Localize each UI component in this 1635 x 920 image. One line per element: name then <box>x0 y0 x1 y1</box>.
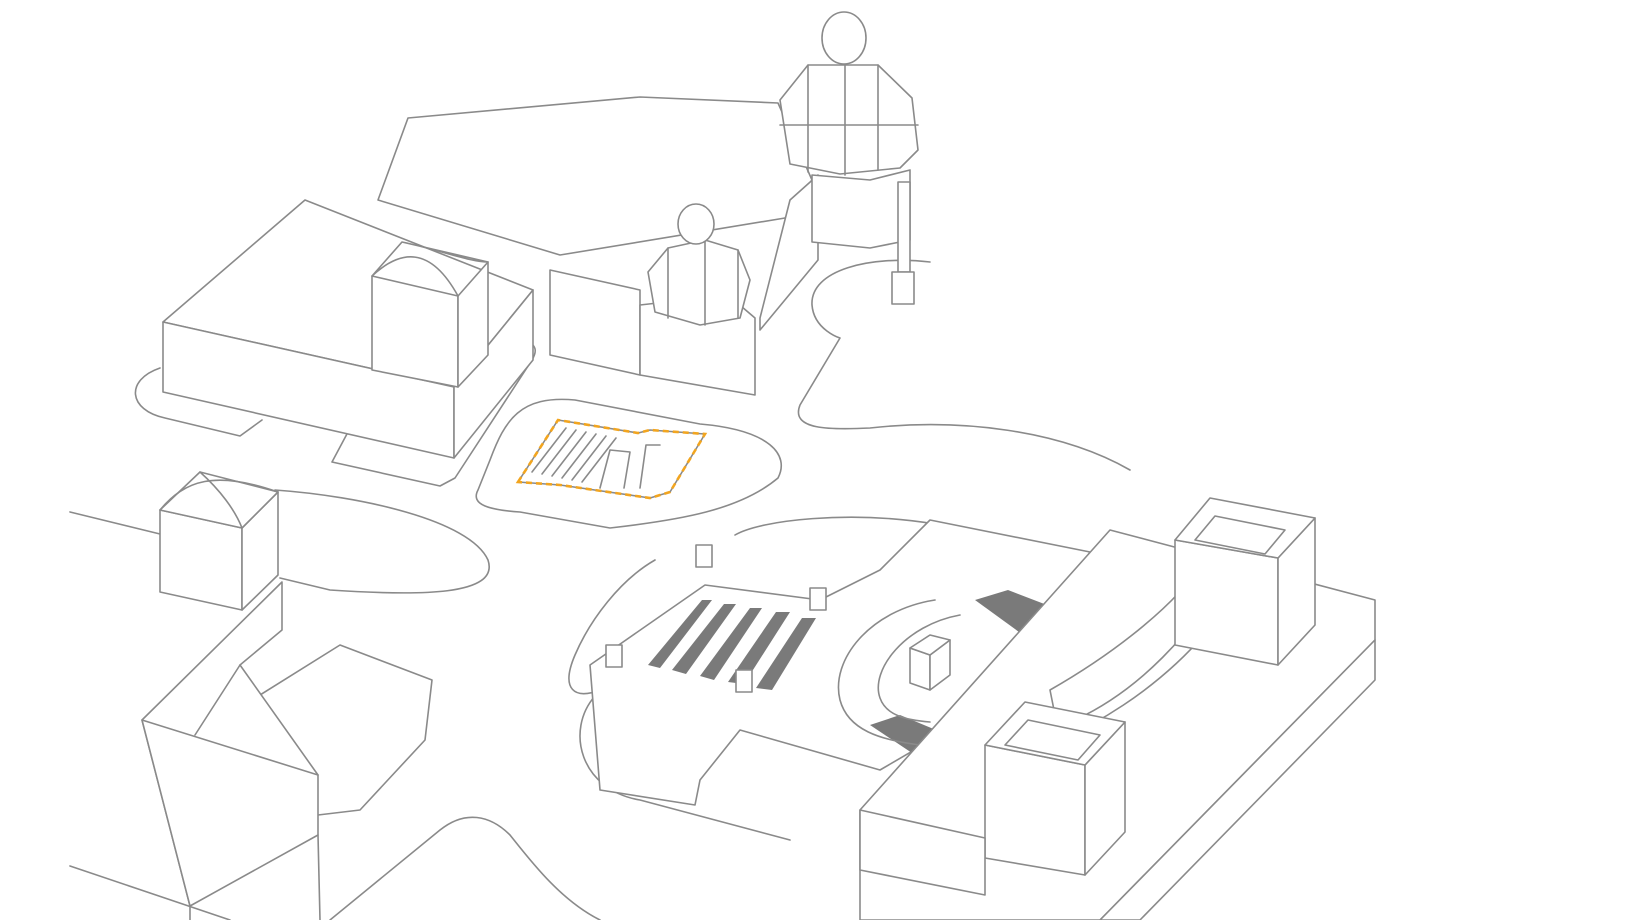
road-plaza-southwest <box>579 695 791 841</box>
amphitheater-plaza <box>589 519 1091 806</box>
dome-large-drum <box>779 64 919 175</box>
pavilion-roof-arch <box>159 471 279 529</box>
hall-side <box>453 289 534 459</box>
dome-large-ribs <box>779 59 919 176</box>
road-oval-island <box>274 489 490 594</box>
complex-platform-side <box>1099 639 1376 920</box>
tower-north-roof-box <box>1194 515 1286 555</box>
church-tower-base <box>811 169 911 249</box>
amphitheater-arc-inner <box>877 614 961 723</box>
road-east-sweep <box>797 259 1131 471</box>
road-plaza-loop <box>568 559 656 695</box>
dome-large-cupola <box>821 11 867 65</box>
plaza-kiosk-top <box>909 634 951 656</box>
highlighted-site <box>515 418 708 500</box>
corner-building <box>141 581 321 920</box>
plaza-post-2 <box>809 587 827 611</box>
large-hall-building <box>162 199 534 459</box>
domed-church <box>377 11 919 396</box>
plaza-post-1 <box>695 544 713 568</box>
church-roof <box>377 96 813 256</box>
complex-lower-block <box>859 809 986 896</box>
road-west-edge <box>69 511 161 535</box>
crosswalk-north-2 <box>672 604 736 674</box>
crosswalk-north-5 <box>756 618 816 690</box>
site-stairs-hatch <box>531 427 617 483</box>
small-pavilion <box>159 471 279 611</box>
plaza-post-3 <box>605 644 623 668</box>
road-curb-left-block <box>134 367 263 437</box>
corner-building-edges <box>189 664 321 920</box>
road-south-curve <box>734 516 936 536</box>
site-highlight-outline <box>515 418 708 500</box>
road-network <box>69 259 1131 920</box>
crosswalk-north-1 <box>648 600 712 668</box>
tower-south-roof-box <box>1004 719 1101 761</box>
road-bottom-left <box>69 865 231 920</box>
road-island-highlight <box>475 398 783 529</box>
church-nave-front <box>549 269 641 376</box>
hall-tower-side <box>457 261 489 388</box>
tower-north-front <box>1174 539 1279 666</box>
stair-building-complex <box>859 497 1376 920</box>
hall-tower-front <box>371 275 459 388</box>
road-lot-south <box>179 644 433 816</box>
bell-tower-base <box>891 271 915 305</box>
plaza-post-4 <box>735 669 753 693</box>
dome-small-drum <box>647 239 751 326</box>
dome-small-ribs <box>667 239 739 326</box>
bell-tower-shaft <box>897 181 911 273</box>
tower-south-front <box>984 744 1086 876</box>
hall-tower-roof-arch <box>371 241 489 297</box>
dome-small-cupola <box>677 203 715 245</box>
crosswalk-north-4 <box>728 612 790 684</box>
road-bottom-bend <box>329 816 601 920</box>
site-inner-walls <box>599 444 661 489</box>
amphitheater-arc-outer <box>837 599 936 746</box>
crosswalk-north-3 <box>700 608 762 680</box>
